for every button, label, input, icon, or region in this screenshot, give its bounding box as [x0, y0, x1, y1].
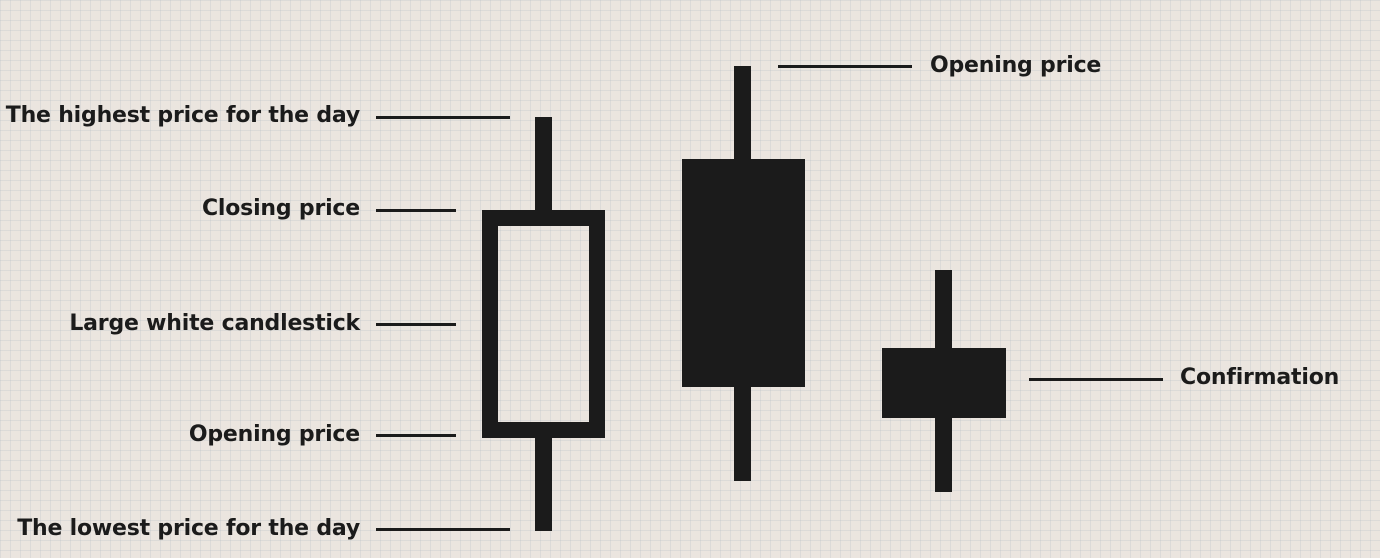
candle-1-upper-wick	[535, 117, 552, 213]
leader-line-closing-price	[376, 209, 456, 212]
candle-1-hollow-body	[482, 210, 605, 438]
candle-1-lower-wick	[535, 436, 552, 531]
leader-line-opening-price-top	[778, 65, 912, 68]
label-opening-price-top: Opening price	[930, 53, 1102, 78]
label-opening-price-left: Opening price	[188, 422, 360, 447]
label-confirmation: Confirmation	[1180, 365, 1340, 390]
label-highest-price: The highest price for the day	[5, 103, 360, 128]
label-lowest-price: The lowest price for the day	[17, 516, 360, 541]
candle-2-solid-body	[682, 159, 805, 387]
leader-line-highest-price	[376, 116, 510, 119]
candle-2-upper-wick	[734, 66, 751, 162]
label-closing-price: Closing price	[201, 196, 360, 221]
leader-line-confirmation	[1029, 378, 1163, 381]
label-large-white-candlestick: Large white candlestick	[69, 311, 360, 336]
leader-line-large-white-candlestick	[376, 323, 456, 326]
candle-3-solid-body	[882, 348, 1006, 418]
leader-line-lowest-price	[376, 528, 510, 531]
candle-3-lower-wick	[935, 416, 952, 492]
leader-line-opening-price-left	[376, 434, 456, 437]
candle-3-upper-wick	[935, 270, 952, 351]
candle-2-lower-wick	[734, 385, 751, 481]
